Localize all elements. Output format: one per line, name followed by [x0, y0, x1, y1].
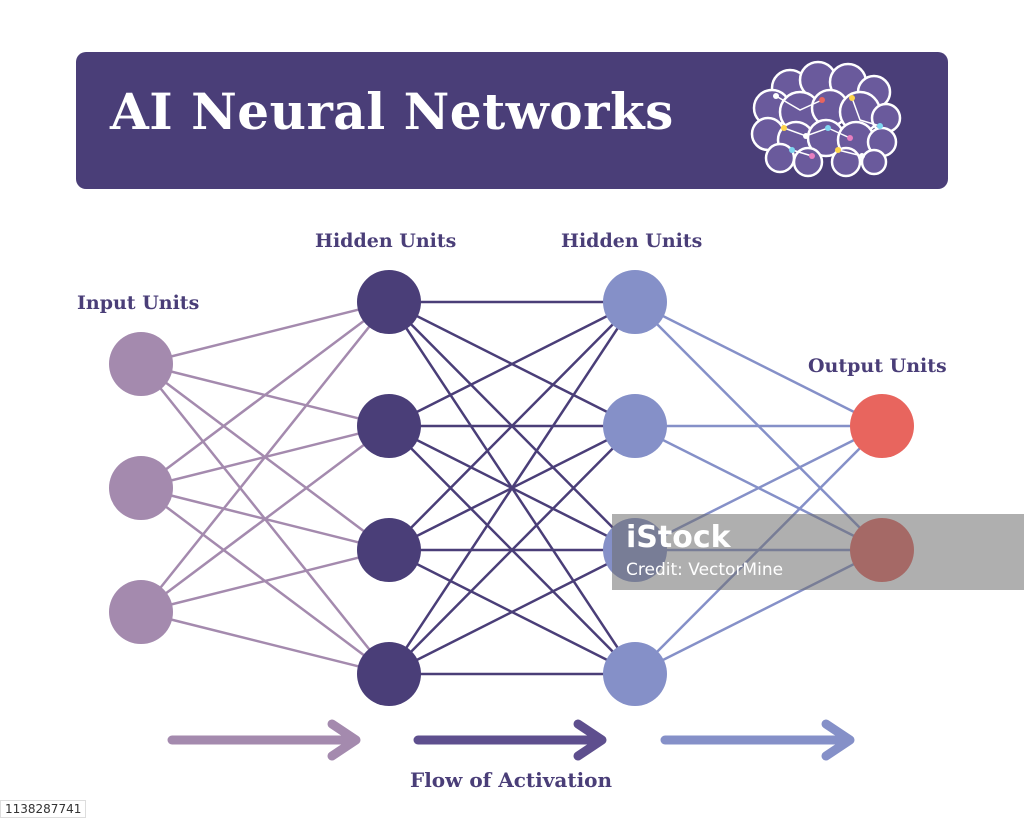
page-title: AI Neural Networks: [110, 82, 674, 141]
connection-hidden_1-4-to-hidden_2-1: [387, 301, 637, 675]
connection-input-3-to-hidden_1-2: [140, 425, 390, 613]
hidden-2-unit-1: [603, 270, 667, 334]
watermark-credit: Credit: VectorMine: [626, 560, 784, 580]
flow-arrow-2: [413, 719, 607, 761]
flow-of-activation-label: Flow of Activation: [410, 768, 613, 792]
brain-icon: [750, 60, 902, 178]
hidden-1-unit-1: [357, 270, 421, 334]
connection-hidden_1-4-to-hidden_2-2: [388, 425, 636, 675]
connection-input-2-to-hidden_1-1: [140, 301, 390, 489]
input-unit-3: [109, 580, 173, 644]
connection-hidden_2-1-to-output-1: [634, 300, 883, 428]
input-unit-1: [109, 332, 173, 396]
connection-input-3-to-hidden_1-4: [140, 610, 390, 676]
hidden-1-unit-3: [357, 518, 421, 582]
hidden-2-unit-2: [603, 394, 667, 458]
watermark-overlay: [612, 514, 1024, 590]
input-unit-2: [109, 456, 173, 520]
flow-arrow-3: [660, 719, 855, 761]
hidden-2-unit-4: [603, 642, 667, 706]
connection-hidden_1-3-to-hidden_2-1: [388, 301, 636, 551]
stock-id: 1138287741: [0, 800, 87, 818]
connection-input-3-to-hidden_1-1: [140, 301, 390, 613]
hidden-units-label-1: Hidden Units: [315, 230, 457, 252]
watermark-brand: iStock: [626, 520, 731, 555]
connection-hidden_1-4-to-hidden_2-3: [388, 548, 636, 676]
connection-input-3-to-hidden_1-3: [140, 548, 390, 614]
connection-hidden_1-2-to-hidden_2-1: [388, 300, 636, 428]
output-units-label: Output Units: [808, 355, 947, 377]
hidden-units-label-2: Hidden Units: [561, 230, 703, 252]
hidden-1-unit-4: [357, 642, 421, 706]
flow-arrow-1: [167, 719, 361, 761]
connection-input-1-to-hidden_1-1: [140, 300, 390, 366]
output-unit-1: [850, 394, 914, 458]
hidden-1-unit-2: [357, 394, 421, 458]
input-units-label: Input Units: [77, 292, 200, 314]
